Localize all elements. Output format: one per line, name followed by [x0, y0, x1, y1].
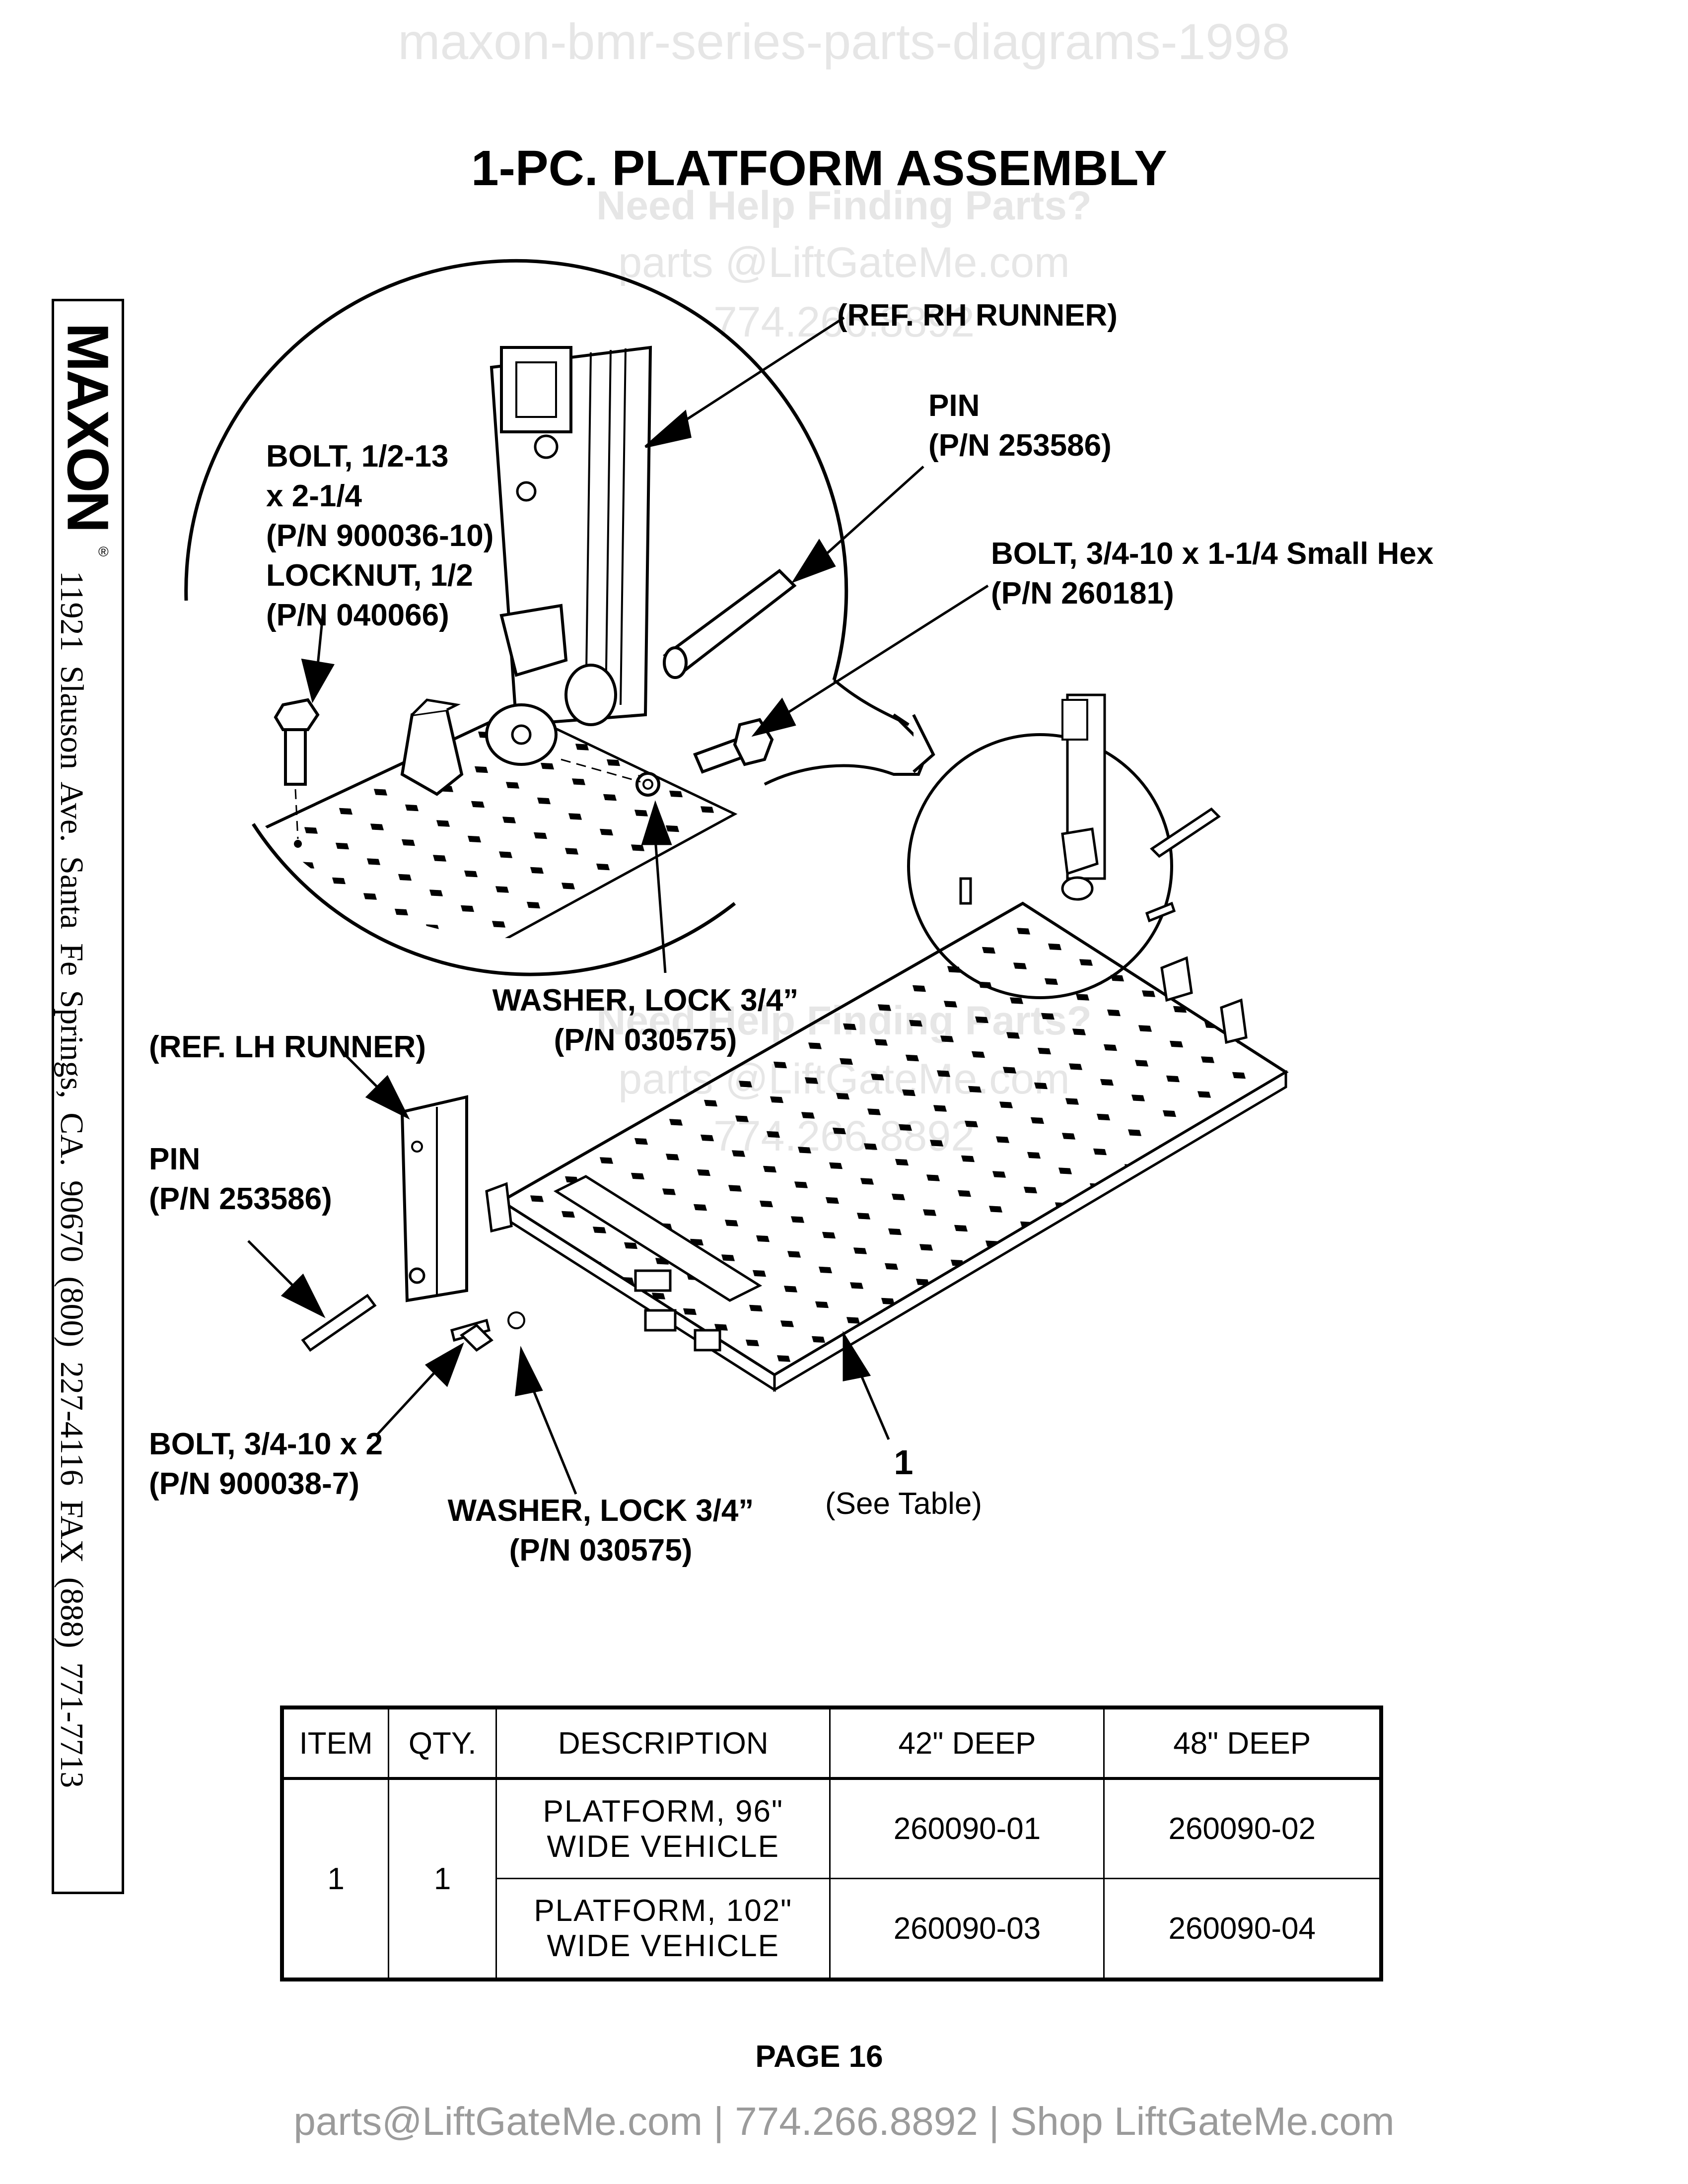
header-description: DESCRIPTION	[495, 1706, 831, 1780]
watermark-email: parts @LiftGateMe.com	[618, 239, 1070, 286]
callout-ref-lh-runner: (REF. LH RUNNER)	[149, 1030, 426, 1064]
bolt-half-line1: BOLT, 1/2-13	[266, 439, 449, 474]
callout-washer-bottom: WASHER, LOCK 3/4” (P/N 030575)	[427, 1491, 774, 1570]
table-row: PLATFORM, 102" WIDE VEHICLE 260090-03 26…	[282, 1878, 1382, 1980]
lh-runner	[301, 1095, 525, 1352]
washer-bottom-line1: WASHER, LOCK 3/4”	[447, 1494, 754, 1528]
callout-bolt-small-hex: BOLT, 3/4-10 x 1-1/4 Small Hex (P/N 2601…	[991, 534, 1433, 614]
desc-line1: PLATFORM, 96"	[543, 1794, 783, 1829]
desc-line2: WIDE VEHICLE	[547, 1829, 779, 1864]
platform-main	[485, 901, 1289, 1392]
callout-pin-left: PIN (P/N 253586)	[149, 1140, 332, 1219]
registered-mark: ®	[98, 544, 109, 559]
bolt-small-hex-line2: (P/N 260181)	[991, 576, 1174, 611]
watermark-phone: 774.266.8892	[713, 298, 975, 346]
watermark-top: maxon-bmr-series-parts-diagrams-1998	[398, 13, 1290, 70]
callout-pin-top: PIN (P/N 253586)	[928, 386, 1112, 466]
pin-top-line1: PIN	[928, 389, 980, 423]
bolt-half-line5: (P/N 040066)	[266, 598, 449, 632]
bolt-2-line2: (P/N 900038-7)	[149, 1467, 359, 1501]
callout-washer-top: WASHER, LOCK 3/4” (P/N 030575)	[472, 981, 819, 1060]
watermark-help: Need Help Finding Parts?	[596, 183, 1092, 228]
header-item: ITEM	[281, 1706, 390, 1780]
cell-48-deep: 260090-02	[1103, 1777, 1382, 1880]
header-48-deep: 48" DEEP	[1103, 1706, 1382, 1780]
page-number: PAGE 16	[755, 2040, 883, 2074]
parts-table: ITEM QTY. DESCRIPTION 42" DEEP 48" DEEP …	[280, 1706, 1383, 1981]
cell-42-deep: 260090-03	[829, 1878, 1105, 1980]
pin-top-line2: (P/N 253586)	[928, 428, 1112, 463]
bolt-2-line1: BOLT, 3/4-10 x 2	[149, 1427, 383, 1461]
header-42-deep: 42" DEEP	[829, 1706, 1105, 1780]
callout-ref-rh-runner: (REF. RH RUNNER)	[837, 298, 1118, 333]
washer-bottom-line2: (P/N 030575)	[509, 1533, 693, 1568]
footer-contact: parts@LiftGateMe.com | 774.266.8892 | Sh…	[293, 2099, 1395, 2143]
bolt-half-line2: x 2-1/4	[266, 479, 362, 513]
cell-48-deep: 260090-04	[1103, 1878, 1382, 1980]
table-row: 1 1 PLATFORM, 96" WIDE VEHICLE 260090-01…	[281, 1777, 1382, 1980]
bolt-small-hex-line1: BOLT, 3/4-10 x 1-1/4 Small Hex	[991, 537, 1434, 571]
overview-circle	[907, 693, 1221, 999]
cell-description: PLATFORM, 96" WIDE VEHICLE	[495, 1777, 831, 1880]
washer-top-line2: (P/N 030575)	[554, 1023, 737, 1057]
bolt-half-line4: LOCKNUT, 1/2	[266, 558, 473, 593]
cell-item: 1	[281, 1777, 390, 1980]
pin-left-line1: PIN	[149, 1142, 201, 1176]
callout-bolt-half: BOLT, 1/2-13 x 2-1/4 (P/N 900036-10) LOC…	[266, 437, 493, 635]
callout-item-1-note: (See Table)	[825, 1487, 982, 1521]
header-qty: QTY.	[388, 1706, 497, 1780]
callout-bolt-2: BOLT, 3/4-10 x 2 (P/N 900038-7)	[149, 1425, 383, 1504]
washer-top-line1: WASHER, LOCK 3/4”	[492, 983, 799, 1018]
page-title: 1-PC. PLATFORM ASSEMBLY	[471, 140, 1167, 196]
bolt-half-line3: (P/N 900036-10)	[266, 519, 494, 553]
cell-description: PLATFORM, 102" WIDE VEHICLE	[495, 1878, 831, 1980]
callout-item-1-number: 1	[894, 1443, 914, 1482]
desc-line1: PLATFORM, 102"	[534, 1894, 793, 1928]
cell-qty: 1	[388, 1777, 497, 1980]
table-header-row: ITEM QTY. DESCRIPTION 42" DEEP 48" DEEP	[281, 1706, 1382, 1780]
pin-left-line2: (P/N 253586)	[149, 1182, 332, 1216]
sidebar-frame	[52, 299, 124, 1894]
cell-42-deep: 260090-01	[829, 1777, 1105, 1880]
desc-line2: WIDE VEHICLE	[547, 1929, 779, 1964]
leader-lines	[247, 316, 989, 1495]
